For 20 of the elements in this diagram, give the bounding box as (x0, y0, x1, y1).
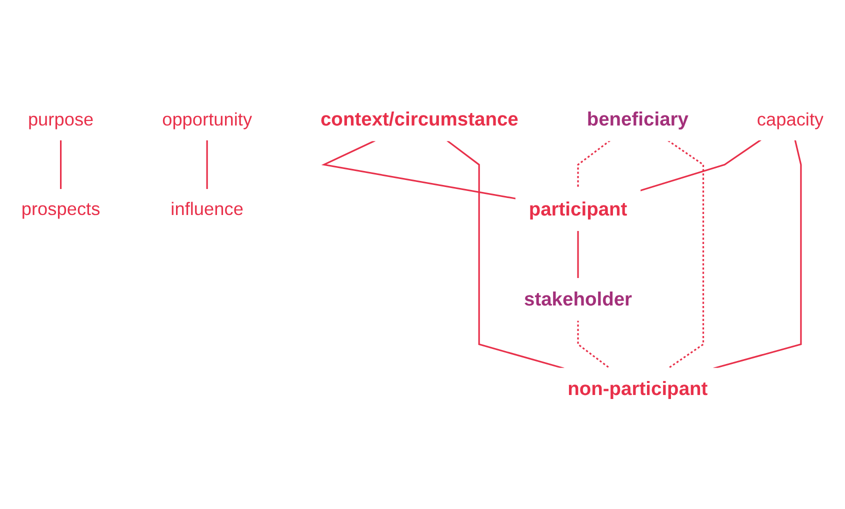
node-text: opportunity (162, 109, 252, 130)
node-text: non-participant (568, 378, 708, 400)
node-text: prospects (21, 199, 100, 220)
connector (446, 140, 564, 370)
node-text: purpose (28, 109, 94, 130)
connector (640, 139, 762, 192)
connector (321, 140, 516, 200)
connector (713, 140, 802, 370)
connector (577, 140, 610, 189)
connector (577, 230, 579, 279)
node-text: influence (170, 199, 244, 220)
connector (668, 140, 704, 370)
node-text: beneficiary (586, 108, 688, 130)
node-text: capacity (756, 109, 824, 130)
node-text: context/circumstance (320, 108, 518, 130)
connector (60, 140, 62, 190)
connector (577, 320, 610, 370)
node-text: participant (528, 198, 628, 220)
node-text: stakeholder (524, 288, 632, 310)
connector (206, 140, 208, 190)
